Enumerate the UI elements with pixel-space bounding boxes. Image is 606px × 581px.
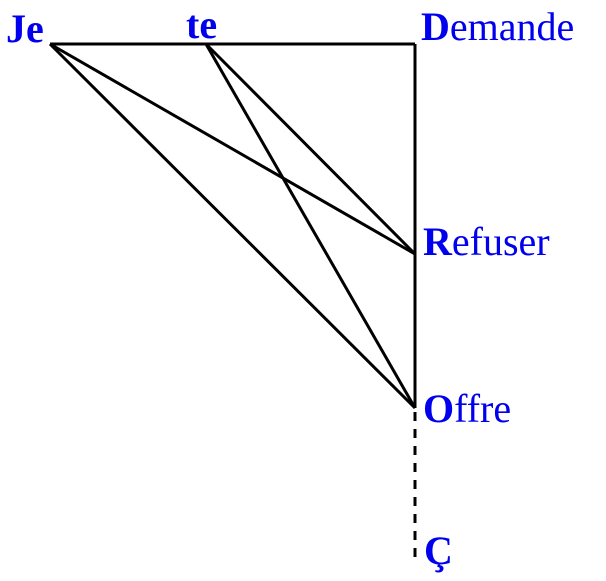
node-offre-rest: ffre [454,386,512,431]
node-refuser-rest: efuser [451,219,550,264]
node-demande-rest: emande [449,4,575,49]
node-refuser-initial: R [423,219,452,264]
node-refuser: Refuser [423,222,550,262]
edge-je-refuser [49,42,416,256]
node-demande-initial: D [421,4,450,49]
edge-je-offre [48,42,417,410]
node-te: te [186,5,217,45]
edges-group [48,42,417,562]
edge-te-offre [204,43,417,409]
node-te-initial: te [186,2,218,47]
node-c-initial: Ç [424,528,453,573]
edge-te-refuser [204,42,417,256]
node-demande: Demande [421,7,574,47]
node-offre: Offre [423,389,511,429]
node-offre-initial: O [423,386,455,431]
node-je: Je [6,9,44,49]
node-je-initial: Je [6,6,44,51]
node-c: Ç [424,531,453,571]
